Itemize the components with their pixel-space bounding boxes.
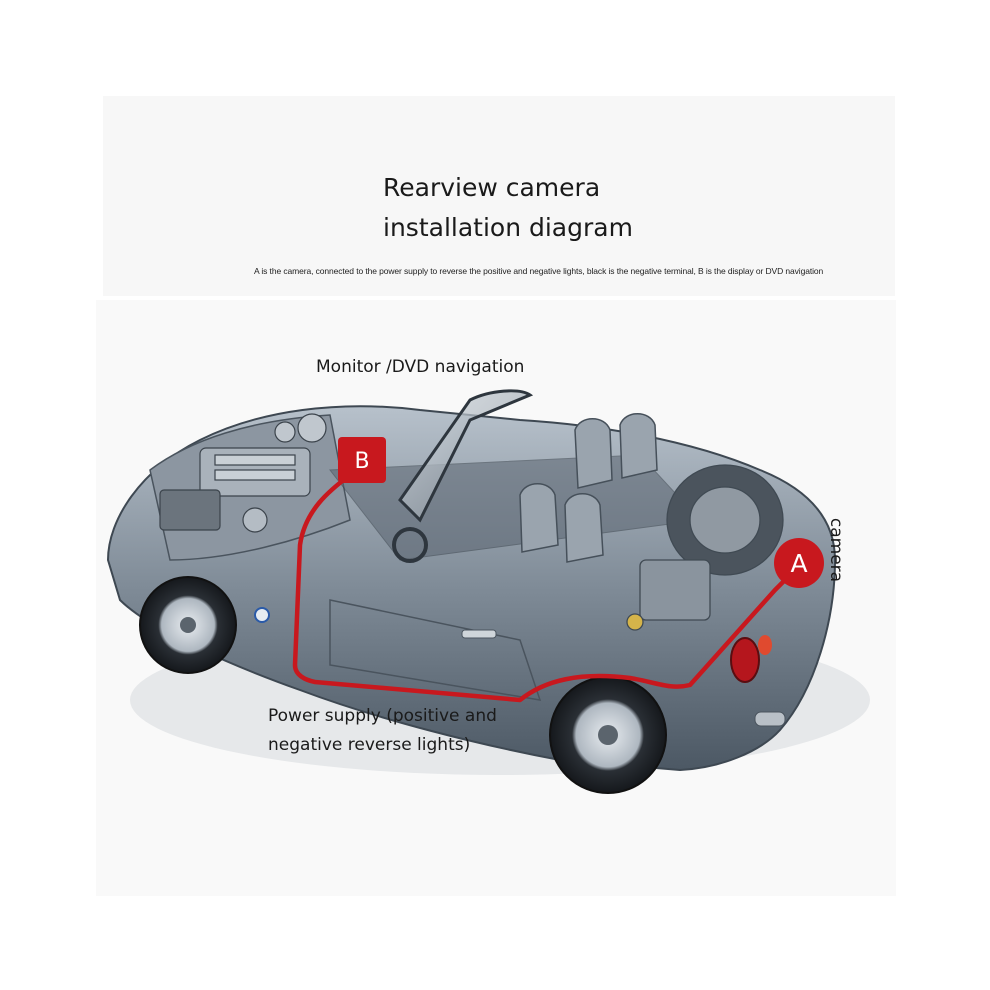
power-supply-label: Power supply (positive and negative reve… — [268, 706, 497, 755]
engine-block — [159, 413, 327, 533]
exhaust — [754, 711, 786, 727]
brand-logo — [254, 607, 270, 623]
seats — [519, 413, 658, 563]
wiring-harness — [292, 472, 803, 703]
monitor-label: Monitor /DVD navigation — [316, 357, 525, 377]
windshield — [398, 389, 534, 523]
header-panel — [103, 96, 895, 296]
front-wheel — [139, 576, 237, 674]
diagram-subtitle: A is the camera, connected to the power … — [254, 266, 824, 276]
marker-b-badge: B — [338, 437, 386, 483]
marker-a-label: A — [790, 549, 807, 578]
marker-b-label: B — [354, 449, 369, 474]
tail-light-inner — [758, 635, 772, 655]
marker-a-badge: A — [774, 538, 824, 588]
rear-suspension — [626, 464, 784, 631]
diagram-title: Rearview camera installation diagram — [383, 173, 633, 242]
camera-label: camera — [826, 517, 847, 583]
door-handle — [461, 629, 497, 639]
door-outline — [329, 599, 542, 701]
tail-light — [730, 637, 760, 683]
rear-wheel — [549, 676, 667, 794]
steering-wheel — [392, 527, 428, 563]
